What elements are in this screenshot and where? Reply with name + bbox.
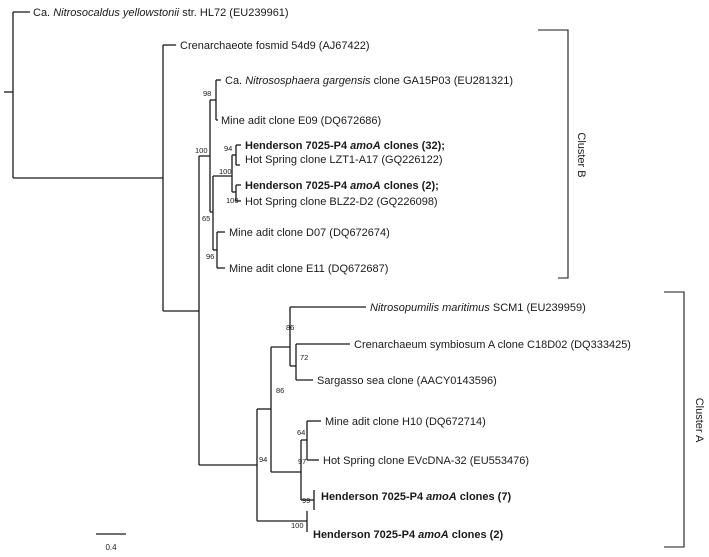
cluster-b-label: Cluster B <box>575 132 587 177</box>
bootstrap-value: 86 <box>286 323 294 332</box>
taxon-sargasso-sea: Sargasso sea clone (AACY0143596) <box>317 375 497 387</box>
taxon-nitrosopumilis: Nitrosopumilis maritimus SCM1 (EU239959) <box>370 302 586 314</box>
bootstrap-value: 99 <box>302 496 310 505</box>
bootstrap-value: 86 <box>276 386 284 395</box>
cluster-a-label: Cluster A <box>693 398 705 443</box>
bootstrap-value: 98 <box>203 89 211 98</box>
cluster-b-bracket: Cluster B <box>538 29 587 279</box>
bootstrap-value: 65 <box>202 214 210 223</box>
cluster-a-bracket: Cluster A <box>664 291 705 548</box>
taxon-henderson-2a: Henderson 7025-P4 amoA clones (2); <box>245 180 439 192</box>
taxon-mine-adit-h10: Mine adit clone H10 (DQ672714) <box>325 416 486 428</box>
bootstrap-value: 100 <box>291 521 304 530</box>
taxon-crenarchaeum-symbiosum: Crenarchaeum symbiosum A clone C18D02 (D… <box>354 339 631 351</box>
taxon-henderson-2b: Henderson 7025-P4 amoA clones (2) <box>313 529 503 541</box>
bootstrap-value: 72 <box>300 353 308 362</box>
taxon-nitrosocaldus: Ca. Nitrosocaldus yellowstonii str. HL72… <box>33 7 289 19</box>
scale-bar: 0.4 <box>96 533 126 552</box>
bootstrap-value: 94 <box>224 144 232 153</box>
taxon-nitrososphaera: Ca. Nitrososphaera gargensis clone GA15P… <box>225 75 513 87</box>
scale-bar-label: 0.4 <box>105 543 117 552</box>
bootstrap-value: 94 <box>259 455 267 464</box>
tree-branches <box>4 11 366 532</box>
taxon-henderson-32: Henderson 7025-P4 amoA clones (32); <box>245 140 445 152</box>
bootstrap-values: 98 100 94 100 100 65 96 86 72 86 64 97 9… <box>195 89 310 530</box>
taxon-hot-spring-evcdna: Hot Spring clone EVcDNA-32 (EU553476) <box>323 455 529 467</box>
taxon-mine-adit-e11: Mine adit clone E11 (DQ672687) <box>229 263 388 275</box>
bootstrap-value: 97 <box>298 457 306 466</box>
taxon-mine-adit-e09: Mine adit clone E09 (DQ672686) <box>221 115 381 127</box>
taxa-labels: Ca. Nitrosocaldus yellowstonii str. HL72… <box>33 7 631 541</box>
taxon-mine-adit-d07: Mine adit clone D07 (DQ672674) <box>229 227 390 239</box>
bootstrap-value: 64 <box>297 428 305 437</box>
bootstrap-value: 100 <box>195 146 208 155</box>
taxon-hot-spring-blz2: Hot Spring clone BLZ2-D2 (GQ226098) <box>245 196 438 208</box>
taxon-henderson-7: Henderson 7025-P4 amoA clones (7) <box>321 491 511 503</box>
taxon-crenarchaeote-fosmid: Crenarchaeote fosmid 54d9 (AJ67422) <box>180 40 370 52</box>
taxon-hot-spring-lzt1: Hot Spring clone LZT1-A17 (GQ226122) <box>245 154 443 166</box>
bootstrap-value: 100 <box>219 167 232 176</box>
bootstrap-value: 96 <box>206 252 214 261</box>
bootstrap-value: 100 <box>226 196 239 205</box>
